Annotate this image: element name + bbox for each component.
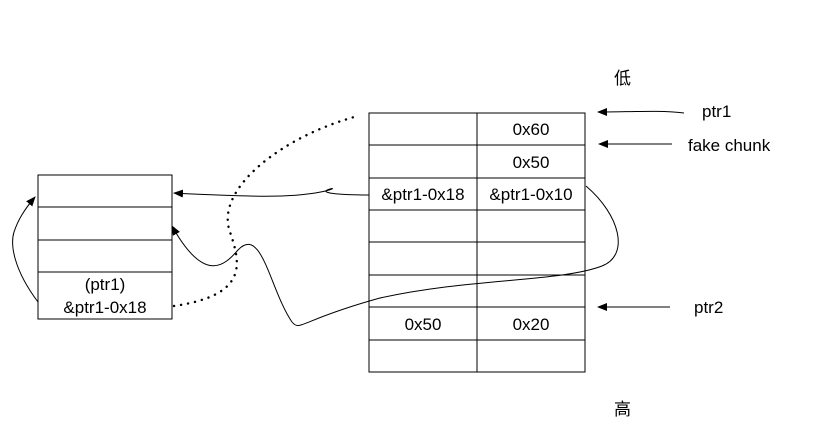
ptr2-label: ptr2: [694, 298, 723, 317]
fake-chunk-label: fake chunk: [688, 136, 771, 155]
high-address-label: 高: [614, 400, 631, 420]
bk-arrow: [171, 185, 619, 327]
pointer-array-table-border: [37, 174, 173, 320]
cell-fd: &ptr1-0x18: [381, 185, 464, 204]
cell-prev-size-1: 0x60: [513, 120, 550, 139]
cell-ptr1-value: &ptr1-0x18: [63, 298, 146, 317]
low-address-label: 低: [614, 69, 631, 89]
cell-bk: &ptr1-0x10: [489, 185, 572, 204]
cell-ptr1-name: (ptr1): [85, 275, 126, 294]
ptr1-label: ptr1: [702, 102, 731, 121]
cell-size-1: 0x50: [513, 153, 550, 172]
pointer-array-table: (ptr1) &ptr1-0x18: [37, 174, 173, 320]
self-reference-arrow: [12, 196, 39, 303]
fd-arrow: [173, 188, 370, 198]
ptr1-dotted-link: [172, 114, 360, 308]
cell-size-2: 0x20: [513, 315, 550, 334]
ptr1-arrow: [597, 107, 685, 116]
heap-chunk-table: 0x60 0x50 &ptr1-0x18 &ptr1-0x10 0x50 0x2…: [368, 112, 586, 373]
cell-prev-size-2: 0x50: [405, 315, 442, 334]
